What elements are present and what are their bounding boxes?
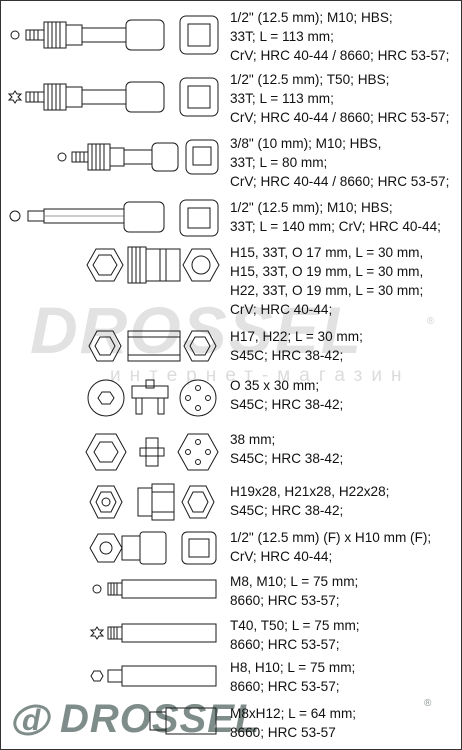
spec-line: 33T; L = 113 mm; bbox=[230, 91, 334, 106]
spec-line: S45C; HRC 38-42; bbox=[230, 348, 344, 363]
combo-bit-illustration bbox=[149, 707, 217, 735]
tool-row-12: T40, T50; L = 75 mm; 8660; HRC 53-57; bbox=[0, 616, 462, 654]
tool-row-14: M8xH12; L = 64 mm; 8660; HRC 53-57 bbox=[0, 704, 462, 744]
spec-text: 38 mm; S45C; HRC 38-42; bbox=[230, 430, 343, 468]
watermark-brand-footer: DROSSEL bbox=[60, 697, 261, 741]
spec-text: O 35 x 30 mm; S45C; HRC 38-42; bbox=[230, 376, 343, 414]
spec-text: 1/2" (12.5 mm); M10; HBS; 33T; L = 140 m… bbox=[230, 198, 441, 236]
spec-text: M8, M10; L = 75 mm; 8660; HRC 53-57; bbox=[230, 572, 358, 610]
spec-line: 8660; HRC 53-57; bbox=[230, 593, 340, 608]
spec-line: 3/8" (10 mm); M10; HBS, bbox=[230, 136, 382, 151]
spec-line: CrV; HRC 40-44; bbox=[230, 302, 333, 317]
spec-line: CrV; HRC 40-44; bbox=[230, 549, 333, 564]
spec-line: 33T; L = 140 mm; CrV; HRC 40-44; bbox=[230, 219, 441, 234]
spline-bit-illustration bbox=[92, 579, 217, 599]
spec-line: T40, T50; L = 75 mm; bbox=[230, 618, 360, 633]
svg-text:d: d bbox=[22, 704, 41, 737]
spec-line: 8660; HRC 53-57; bbox=[230, 637, 340, 652]
tool-row-9: H19x28, H21x28, H22x28; S45C; HRC 38-42; bbox=[0, 482, 462, 530]
spec-line: H19x28, H21x28, H22x28; bbox=[230, 484, 390, 499]
spec-text: 1/2" (12.5 mm); T50; HBS; 33T; L = 113 m… bbox=[230, 70, 449, 127]
spec-text: H19x28, H21x28, H22x28; S45C; HRC 38-42; bbox=[230, 482, 389, 520]
spec-line: CrV; HRC 40-44 / 8660; HRC 53-57; bbox=[230, 110, 450, 125]
spec-line: S45C; HRC 38-42; bbox=[230, 451, 344, 466]
spec-line: H22, 33T, O 19 mm, L = 30 mm; bbox=[230, 283, 424, 298]
spec-line: H15, 33T, O 19 mm, L = 30 mm, bbox=[230, 264, 424, 279]
tool-row-6: H17, H22; L = 30 mm; S45C; HRC 38-42; bbox=[0, 327, 462, 369]
spec-line: 8660; HRC 53-57 bbox=[230, 725, 336, 740]
spec-line: 1/2" (12.5 mm); M10; HBS; bbox=[230, 200, 393, 215]
spec-line: 8660; HRC 53-57; bbox=[230, 679, 340, 694]
tool-row-5: H15, 33T, O 17 mm, L = 30 mm, H15, 33T, … bbox=[0, 243, 462, 319]
hex-adapter-illustration bbox=[88, 330, 217, 362]
spec-line: O 35 x 30 mm; bbox=[230, 378, 320, 393]
spec-line: H17, H22; L = 30 mm; bbox=[230, 329, 363, 344]
tool-row-11: M8, M10; L = 75 mm; 8660; HRC 53-57; bbox=[0, 572, 462, 610]
tool-row-3: 3/8" (10 mm); M10; HBS, 33T; L = 80 mm; … bbox=[0, 134, 462, 192]
spec-line: 33T; L = 80 mm; bbox=[230, 155, 328, 170]
tool-row-13: H8, H10; L = 75 mm; 8660; HRC 53-57; bbox=[0, 658, 462, 696]
spline-adapter-illustration bbox=[86, 246, 220, 284]
spec-line: S45C; HRC 38-42; bbox=[230, 397, 344, 412]
spec-line: 1/2" (12.5 mm); T50; HBS; bbox=[230, 72, 390, 87]
bit-socket-long-illustration bbox=[9, 199, 219, 237]
drossel-logo-icon: d bbox=[13, 704, 51, 737]
bit-socket-m10-illustration bbox=[10, 15, 219, 55]
spec-line: 1/2" (12.5 mm); M10; HBS; bbox=[230, 10, 393, 25]
hex-socket-illustration bbox=[89, 483, 215, 521]
spec-line: CrV; HRC 40-44 / 8660; HRC 53-57; bbox=[230, 48, 450, 63]
spec-line: 1/2" (12.5 mm) (F) x H10 mm (F); bbox=[230, 530, 432, 545]
spec-text: H15, 33T, O 17 mm, L = 30 mm, H15, 33T, … bbox=[230, 243, 423, 319]
tool-row-10: 1/2" (12.5 mm) (F) x H10 mm (F); CrV; HR… bbox=[0, 528, 462, 570]
spec-line: 33T; L = 113 mm; bbox=[230, 29, 334, 44]
tool-row-8: 38 mm; S45C; HRC 38-42; bbox=[0, 430, 462, 482]
spec-line: CrV; HRC 40-44 / 8660; HRC 53-57; bbox=[230, 174, 450, 189]
spec-text: 3/8" (10 mm); M10; HBS, 33T; L = 80 mm; … bbox=[230, 134, 449, 191]
tool-row-4: 1/2" (12.5 mm); M10; HBS; 33T; L = 140 m… bbox=[0, 198, 462, 240]
watermark-subtitle: интернет-магазин bbox=[110, 365, 411, 386]
spec-line: H15, 33T, O 17 mm, L = 30 mm, bbox=[230, 245, 424, 260]
spec-line: S45C; HRC 38-42; bbox=[230, 503, 344, 518]
watermark-registered-mark: ® bbox=[427, 316, 435, 327]
spec-text: 1/2" (12.5 mm) (F) x H10 mm (F); CrV; HR… bbox=[230, 528, 431, 566]
spec-line: 38 mm; bbox=[230, 432, 276, 447]
spec-text: H17, H22; L = 30 mm; S45C; HRC 38-42; bbox=[230, 327, 363, 365]
spec-text: M8xH12; L = 64 mm; 8660; HRC 53-57 bbox=[230, 704, 356, 742]
hex-nut-wrench-illustration bbox=[85, 433, 219, 471]
bit-socket-3-8-illustration bbox=[57, 139, 219, 175]
spec-text: 1/2" (12.5 mm); M10; HBS; 33T; L = 113 m… bbox=[230, 8, 449, 65]
drive-adapter-illustration bbox=[89, 531, 217, 565]
spec-text: T40, T50; L = 75 mm; 8660; HRC 53-57; bbox=[230, 616, 360, 654]
hex-bit-illustration bbox=[90, 665, 217, 687]
torx-bit-illustration bbox=[89, 623, 217, 643]
pin-wrench-illustration bbox=[87, 379, 217, 417]
spec-line: H8, H10; L = 75 mm; bbox=[230, 660, 356, 675]
spec-line: M8, M10; L = 75 mm; bbox=[230, 574, 359, 589]
tool-row-7: O 35 x 30 mm; S45C; HRC 38-42; bbox=[0, 376, 462, 428]
watermark-registered-mark-footer: ® bbox=[424, 698, 432, 709]
tool-row-1: 1/2" (12.5 mm); M10; HBS; 33T; L = 113 m… bbox=[0, 8, 462, 66]
tool-row-2: 1/2" (12.5 mm); T50; HBS; 33T; L = 113 m… bbox=[0, 70, 462, 128]
spec-text: H8, H10; L = 75 mm; 8660; HRC 53-57; bbox=[230, 658, 355, 696]
spec-line: M8xH12; L = 64 mm; bbox=[230, 706, 357, 721]
bit-socket-t50-illustration bbox=[7, 77, 219, 117]
